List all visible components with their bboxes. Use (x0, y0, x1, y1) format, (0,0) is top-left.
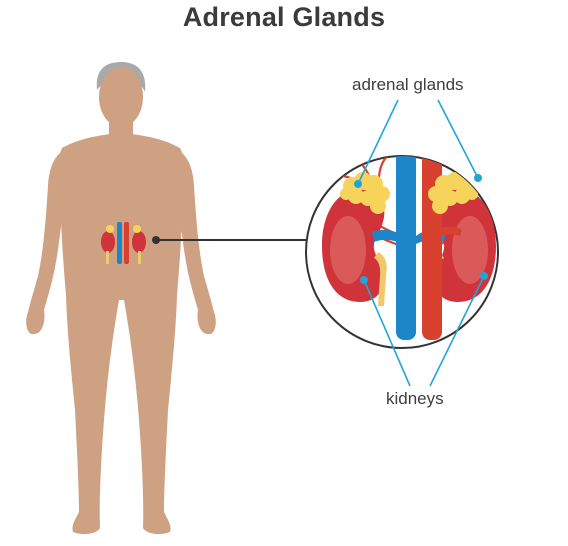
left-ureter (374, 252, 387, 306)
renal-artery (442, 226, 462, 236)
small-kidney-right (132, 231, 146, 253)
callout-line-adrenal-left (357, 99, 399, 185)
right-arm (176, 150, 216, 335)
zoom-content (322, 156, 496, 340)
callout-dot-kidney-left (360, 276, 368, 284)
label-adrenal-glands: adrenal glands (352, 75, 464, 94)
callout-line-adrenal-right (437, 99, 479, 179)
small-aorta (124, 222, 129, 264)
aorta (422, 156, 442, 340)
small-ureter-right (138, 251, 141, 264)
human-body (26, 62, 216, 535)
diagram-title: Adrenal Glands (182, 2, 386, 32)
head (99, 67, 143, 127)
callout-dot-adrenal-left (354, 180, 362, 188)
callout-line-kidney-left (363, 279, 411, 387)
callout-line-kidney-right (429, 275, 485, 387)
left-arm (26, 150, 66, 335)
small-adrenal-right (133, 225, 141, 233)
label-kidneys: kidneys (386, 389, 444, 408)
small-vena-cava (117, 222, 122, 264)
torso-legs (57, 134, 185, 535)
callout-dot-adrenal-right (474, 174, 482, 182)
body-organs (101, 222, 146, 264)
connector-dot (152, 236, 160, 244)
left-kidney-highlight (330, 216, 366, 284)
small-ureter-left (106, 251, 109, 264)
callout-dot-kidney-right (480, 272, 488, 280)
left-renal-vein (372, 229, 402, 244)
small-kidney-left (101, 231, 115, 253)
vena-cava (396, 156, 416, 340)
callouts (357, 99, 485, 387)
callout-dots (354, 174, 488, 284)
small-adrenal-left (106, 225, 114, 233)
